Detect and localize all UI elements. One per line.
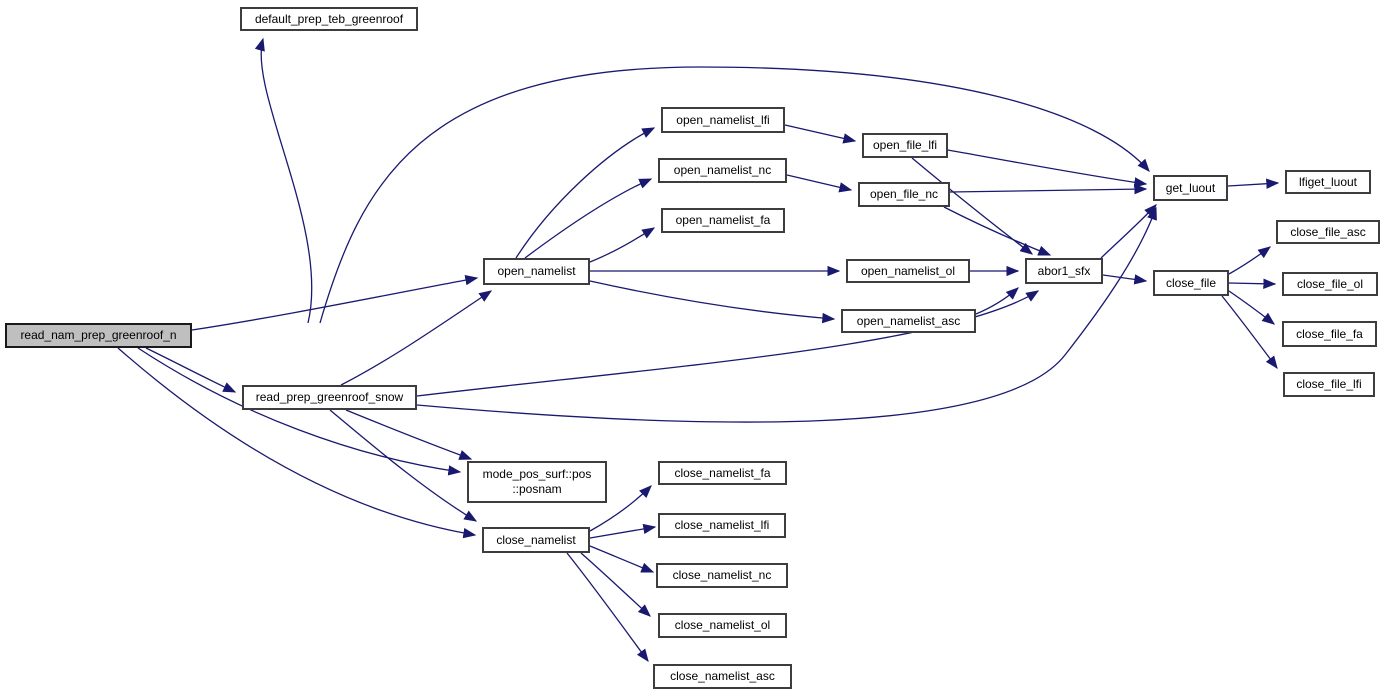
edge-close_file-to-close_file_ol: [1228, 278, 1277, 289]
node-open_namelist_asc[interactable]: open_namelist_asc: [841, 309, 976, 333]
node-close_file_lfi[interactable]: close_file_lfi: [1283, 372, 1375, 397]
edge-abor1_sfx-to-close_file: [1102, 274, 1148, 285]
node-close_namelist_ol[interactable]: close_namelist_ol: [658, 613, 787, 638]
node-label: close_namelist_fa: [674, 465, 771, 480]
node-label: close_namelist_asc: [670, 669, 775, 683]
edge-read_nam_prep_greenroof_n-to-open_namelist: [191, 275, 479, 331]
edge-close_file-to-close_file_fa: [1228, 290, 1276, 325]
edge-read_prep_greenroof_snow-to-close_namelist: [329, 409, 478, 522]
node-open_namelist_fa[interactable]: open_namelist_fa: [661, 208, 785, 233]
node-read_nam_prep_greenroof_n[interactable]: read_nam_prep_greenroof_n: [5, 323, 192, 348]
node-close_namelist[interactable]: close_namelist: [482, 527, 590, 553]
node-get_luout[interactable]: get_luout: [1153, 175, 1228, 201]
node-label: open_namelist_asc: [856, 313, 961, 328]
edge-get_luout-to-lfiget_luout: [1227, 178, 1280, 189]
node-close_file[interactable]: close_file: [1153, 270, 1229, 296]
node-open_namelist_ol[interactable]: open_namelist_ol: [846, 259, 970, 283]
edge-read_nam_prep_greenroof_n-to-close_namelist: [117, 347, 477, 539]
edge-read_nam_prep_greenroof_n-to-default_prep_teb_greenroof: [254, 37, 313, 324]
node-abor1_sfx[interactable]: abor1_sfx: [1025, 258, 1103, 284]
edge-read_prep_greenroof_snow-to-mode_pos_surf_posnam: [345, 409, 473, 460]
edge-close_namelist-to-close_namelist_lfi: [589, 523, 657, 539]
edge-close_namelist-to-close_namelist_fa: [589, 485, 652, 532]
node-lfiget_luout[interactable]: lfiget_luout: [1285, 170, 1371, 194]
node-label: close_namelist_ol: [674, 618, 771, 632]
node-label: open_file_nc: [869, 187, 939, 201]
edge-open_namelist_nc-to-open_file_nc: [786, 174, 853, 193]
node-open_file_lfi[interactable]: open_file_lfi: [862, 133, 948, 158]
node-label: lfiget_luout: [1298, 174, 1358, 189]
edge-close_file-to-close_file_asc: [1228, 246, 1272, 275]
edge-open_file_lfi-to-get_luout: [947, 149, 1148, 188]
edge-open_namelist-to-open_namelist_lfi: [515, 127, 656, 259]
node-open_namelist_nc[interactable]: open_namelist_nc: [658, 158, 787, 183]
node-label: read_prep_greenroof_snow: [255, 390, 404, 404]
edge-open_namelist_lfi-to-open_file_lfi: [784, 124, 857, 144]
node-close_namelist_lfi[interactable]: close_namelist_lfi: [658, 513, 786, 538]
edge-open_namelist-to-open_namelist_fa: [589, 227, 656, 263]
edge-read_prep_greenroof_snow-to-open_namelist: [340, 290, 493, 386]
node-close_namelist_nc[interactable]: close_namelist_nc: [656, 563, 788, 588]
node-label: open_file_lfi: [872, 138, 938, 152]
edge-open_namelist-to-open_namelist_asc: [589, 280, 836, 324]
edge-read_prep_greenroof_snow-to-abor1_sfx: [416, 290, 1040, 397]
node-open_file_nc[interactable]: open_file_nc: [858, 182, 950, 207]
edge-close_namelist-to-close_namelist_nc: [589, 545, 655, 573]
node-label: open_namelist_fa: [675, 213, 771, 227]
node-close_namelist_asc[interactable]: close_namelist_asc: [653, 664, 792, 689]
node-label: default_prep_teb_greenroof: [254, 11, 404, 26]
edge-open_namelist-to-open_namelist_nc: [524, 178, 653, 259]
node-open_namelist[interactable]: open_namelist: [483, 258, 590, 285]
node-close_file_asc[interactable]: close_file_asc: [1276, 220, 1380, 244]
node-close_namelist_fa[interactable]: close_namelist_fa: [658, 461, 787, 485]
node-label: open_namelist_ol: [860, 263, 956, 278]
node-close_file_fa[interactable]: close_file_fa: [1282, 321, 1377, 347]
node-mode_pos_surf_posnam[interactable]: mode_pos_surf::pos ::posnam: [467, 461, 607, 503]
node-label: abor1_sfx: [1037, 263, 1091, 278]
edge-read_nam_prep_greenroof_n-to-read_prep_greenroof_snow: [145, 347, 237, 393]
edge-abor1_sfx-to-get_luout: [1100, 204, 1157, 259]
node-label: close_file: [1165, 275, 1217, 290]
node-open_namelist_lfi[interactable]: open_namelist_lfi: [661, 107, 785, 133]
node-label: mode_pos_surf::pos ::posnam: [482, 467, 592, 496]
node-label: read_nam_prep_greenroof_n: [20, 328, 177, 342]
node-label: close_namelist_nc: [672, 568, 772, 582]
node-label: close_file_asc: [1290, 224, 1366, 239]
edge-close_namelist-to-close_namelist_ol: [580, 552, 651, 617]
edge-close_namelist-to-close_namelist_asc: [566, 552, 649, 663]
edge-open_file_lfi-to-abor1_sfx: [911, 157, 1034, 255]
node-label: close_file_lfi: [1296, 377, 1362, 391]
node-label: close_namelist: [496, 532, 576, 547]
node-label: open_namelist: [497, 264, 576, 278]
node-label: close_namelist_lfi: [674, 518, 770, 532]
edge-open_namelist_asc-to-abor1_sfx: [975, 287, 1019, 315]
edge-open_file_nc-to-abor1_sfx: [943, 206, 1052, 256]
node-read_prep_greenroof_snow[interactable]: read_prep_greenroof_snow: [242, 385, 417, 410]
edge-read_nam_prep_greenroof_n-to-get_luout: [319, 66, 1150, 324]
edge-close_file-to-close_file_lfi: [1221, 295, 1278, 370]
node-default_prep_teb_greenroof[interactable]: default_prep_teb_greenroof: [240, 7, 418, 31]
node-label: open_namelist_nc: [673, 163, 772, 177]
node-label: open_namelist_lfi: [676, 112, 770, 127]
node-close_file_ol[interactable]: close_file_ol: [1282, 272, 1378, 296]
edge-read_prep_greenroof_snow-to-get_luout: [416, 206, 1157, 423]
node-label: close_file_ol: [1296, 276, 1364, 291]
edge-open_file_nc-to-get_luout: [949, 183, 1148, 195]
node-label: get_luout: [1165, 180, 1216, 195]
edge-read_nam_prep_greenroof_n-to-mode_pos_surf_posnam: [137, 347, 462, 476]
node-label: close_file_fa: [1296, 326, 1363, 341]
